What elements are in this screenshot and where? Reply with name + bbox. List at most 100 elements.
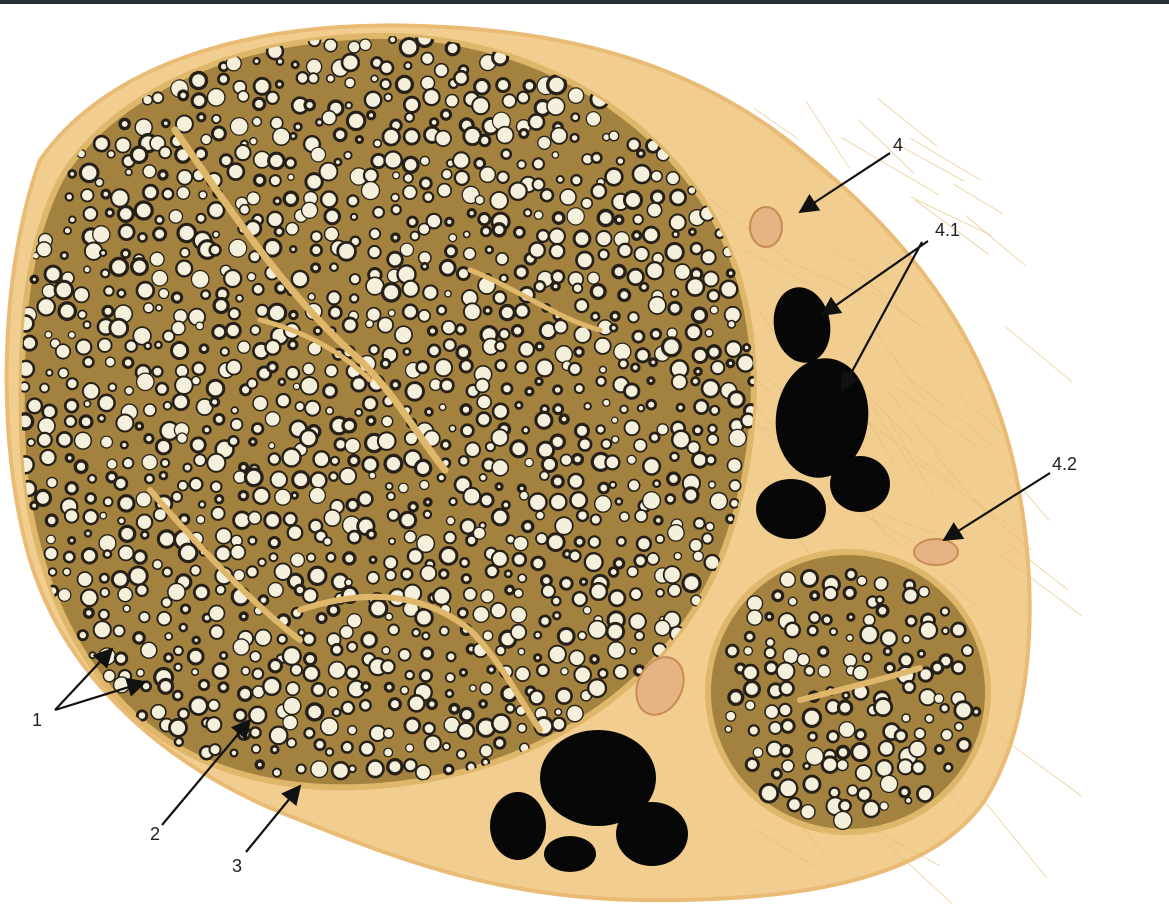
- nerve-fiber: [444, 532, 456, 544]
- nerve-fiber: [643, 458, 660, 475]
- nerve-fiber: [381, 79, 391, 89]
- nerve-fiber: [569, 474, 584, 489]
- nerve-fiber: [459, 456, 468, 465]
- nerve-fiber: [575, 299, 588, 312]
- nerve-fiber: [729, 691, 743, 705]
- nerve-fiber: [343, 419, 356, 432]
- nerve-fiber: [549, 646, 566, 663]
- nerve-fiber: [668, 584, 681, 597]
- nerve-fiber: [557, 176, 564, 183]
- nerve-fiber: [446, 218, 453, 225]
- nerve-fiber: [277, 394, 290, 407]
- nerve-fiber: [575, 384, 584, 393]
- nerve-fiber: [213, 326, 226, 339]
- nerve-fiber: [268, 583, 283, 598]
- nerve-fiber: [737, 355, 754, 372]
- nerve-fiber: [550, 244, 564, 258]
- nerve-fiber: [110, 319, 128, 337]
- nerve-fiber: [444, 339, 456, 351]
- nerve-fiber: [468, 210, 475, 217]
- nerve-fiber: [411, 232, 420, 241]
- collagen-streak: [910, 138, 980, 180]
- nerve-fiber: [511, 441, 527, 457]
- nerve-fiber: [198, 114, 205, 121]
- nerve-fiber: [409, 503, 417, 511]
- nerve-fiber: [532, 557, 545, 570]
- nerve-fiber: [898, 759, 913, 774]
- nerve-fiber: [610, 482, 616, 488]
- nerve-fiber: [404, 531, 416, 543]
- nerve-fiber: [329, 472, 337, 480]
- nerve-fiber: [674, 552, 681, 559]
- nerve-fiber: [592, 313, 600, 321]
- nerve-fiber: [440, 627, 449, 636]
- nerve-fiber: [184, 464, 192, 472]
- nerve-fiber: [350, 274, 360, 284]
- nerve-fiber: [165, 654, 173, 662]
- nerve-fiber: [552, 271, 564, 283]
- nerve-fiber: [473, 607, 489, 623]
- nerve-fiber: [942, 628, 949, 635]
- nerve-fiber: [440, 570, 449, 579]
- nerve-fiber: [207, 89, 225, 107]
- nerve-fiber: [839, 722, 855, 738]
- nerve-fiber: [267, 92, 279, 104]
- nerve-fiber: [84, 401, 90, 407]
- nerve-fiber: [155, 342, 161, 348]
- nerve-fiber: [428, 700, 437, 709]
- nerve-fiber: [609, 568, 618, 577]
- nerve-fiber: [518, 574, 526, 582]
- nerve-fiber: [308, 73, 318, 83]
- nerve-fiber: [99, 610, 109, 620]
- nerve-fiber: [136, 492, 151, 507]
- nerve-fiber: [254, 58, 260, 64]
- nerve-fiber: [196, 322, 204, 330]
- label-4: 4: [893, 135, 903, 155]
- nerve-fiber: [305, 653, 316, 664]
- nerve-fiber: [802, 570, 818, 586]
- nerve-fiber: [944, 764, 952, 772]
- nerve-fiber: [571, 175, 581, 185]
- nerve-fiber: [416, 460, 431, 475]
- nerve-fiber: [552, 597, 561, 606]
- nerve-fiber: [348, 726, 357, 735]
- nerve-fiber: [374, 140, 382, 148]
- nerve-fiber: [238, 91, 249, 102]
- nerve-fiber: [219, 683, 228, 692]
- nerve-fiber: [903, 635, 911, 643]
- nerve-fiber: [176, 261, 192, 277]
- nerve-fiber: [426, 409, 433, 416]
- nerve-fiber: [191, 73, 207, 89]
- nerve-fiber: [744, 682, 759, 697]
- nerve-fiber: [595, 496, 612, 513]
- nerve-fiber: [880, 775, 897, 792]
- nerve-fiber: [647, 203, 661, 217]
- nerve-fiber: [614, 665, 628, 679]
- nerve-fiber: [363, 397, 377, 411]
- nerve-fiber: [342, 702, 354, 714]
- nerve-fiber: [27, 439, 34, 446]
- nerve-fiber: [75, 432, 92, 449]
- nerve-fiber: [773, 591, 783, 601]
- nerve-fiber: [780, 682, 794, 696]
- nerve-fiber: [515, 304, 529, 318]
- nerve-fiber: [211, 481, 222, 492]
- nerve-fiber: [591, 285, 605, 299]
- nerve-fiber: [387, 492, 395, 500]
- nerve-fiber: [384, 556, 397, 569]
- nerve-fiber: [475, 159, 485, 169]
- nerve-fiber: [935, 746, 943, 754]
- nerve-fiber: [83, 357, 93, 367]
- nerve-fiber: [746, 701, 755, 710]
- nerve-fiber: [69, 537, 75, 543]
- nerve-fiber: [80, 416, 92, 428]
- nerve-fiber: [480, 682, 492, 694]
- nerve-fiber: [216, 585, 225, 594]
- nerve-fiber: [66, 455, 73, 462]
- nerve-fiber: [421, 53, 433, 65]
- nerve-fiber: [581, 198, 592, 209]
- nerve-fiber: [58, 589, 71, 602]
- nerve-fiber: [435, 64, 448, 77]
- nerve-fiber: [360, 39, 372, 51]
- nerve-fiber: [65, 400, 78, 413]
